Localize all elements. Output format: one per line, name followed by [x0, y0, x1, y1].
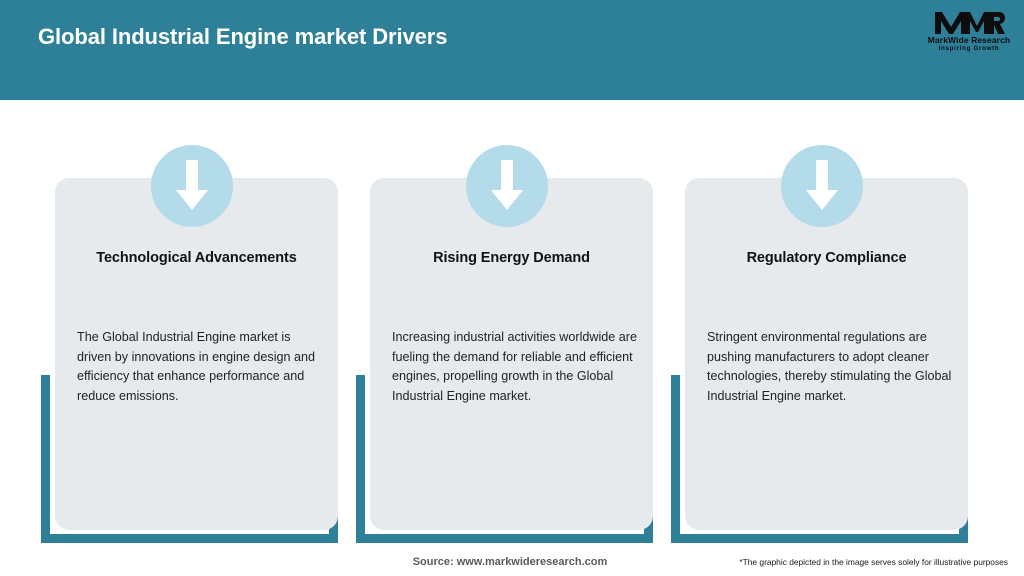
driver-card-3[interactable]: Regulatory Compliance Stringent environm…	[685, 178, 968, 530]
logo-company-name: MarkWide Research	[927, 35, 1011, 45]
frame-bottom-bar	[41, 534, 338, 543]
driver-card-body: The Global Industrial Engine market is d…	[77, 330, 316, 403]
frame-left-bar	[41, 375, 50, 543]
markwide-research-logo: MarkWide Research Inspiring Growth	[925, 10, 1013, 58]
driver-column-3: Regulatory Compliance Stringent environm…	[656, 0, 986, 576]
header-bar	[0, 0, 1024, 100]
mwr-logo-mark	[933, 10, 1005, 36]
driver-card-title: Regulatory Compliance	[746, 250, 907, 266]
driver-card-2[interactable]: Rising Energy Demand Increasing industri…	[370, 178, 653, 530]
driver-card-body: Stringent environmental regulations are …	[707, 330, 952, 403]
driver-card-1[interactable]: Technological Advancements The Global In…	[55, 178, 338, 530]
driver-column-1: Technological Advancements The Global In…	[26, 0, 356, 576]
down-arrow-icon	[781, 145, 863, 227]
down-arrow-icon	[151, 145, 233, 227]
driver-card-title: Rising Energy Demand	[433, 250, 590, 266]
down-arrow-icon	[466, 145, 548, 227]
logo-tagline: Inspiring Growth	[938, 45, 1000, 52]
driver-card-title: Technological Advancements	[96, 250, 297, 266]
driver-column-2: Rising Energy Demand Increasing industri…	[341, 0, 671, 576]
driver-card-body: Increasing industrial activities worldwi…	[392, 330, 637, 403]
page-title: Global Industrial Engine market Drivers	[38, 24, 448, 49]
frame-bottom-bar	[356, 534, 653, 543]
source-label: Source: www.markwideresearch.com	[412, 556, 608, 568]
frame-left-bar	[356, 375, 365, 543]
disclaimer-note: *The graphic depicted in the image serve…	[739, 557, 1008, 567]
frame-left-bar	[671, 375, 680, 543]
frame-bottom-bar	[671, 534, 968, 543]
